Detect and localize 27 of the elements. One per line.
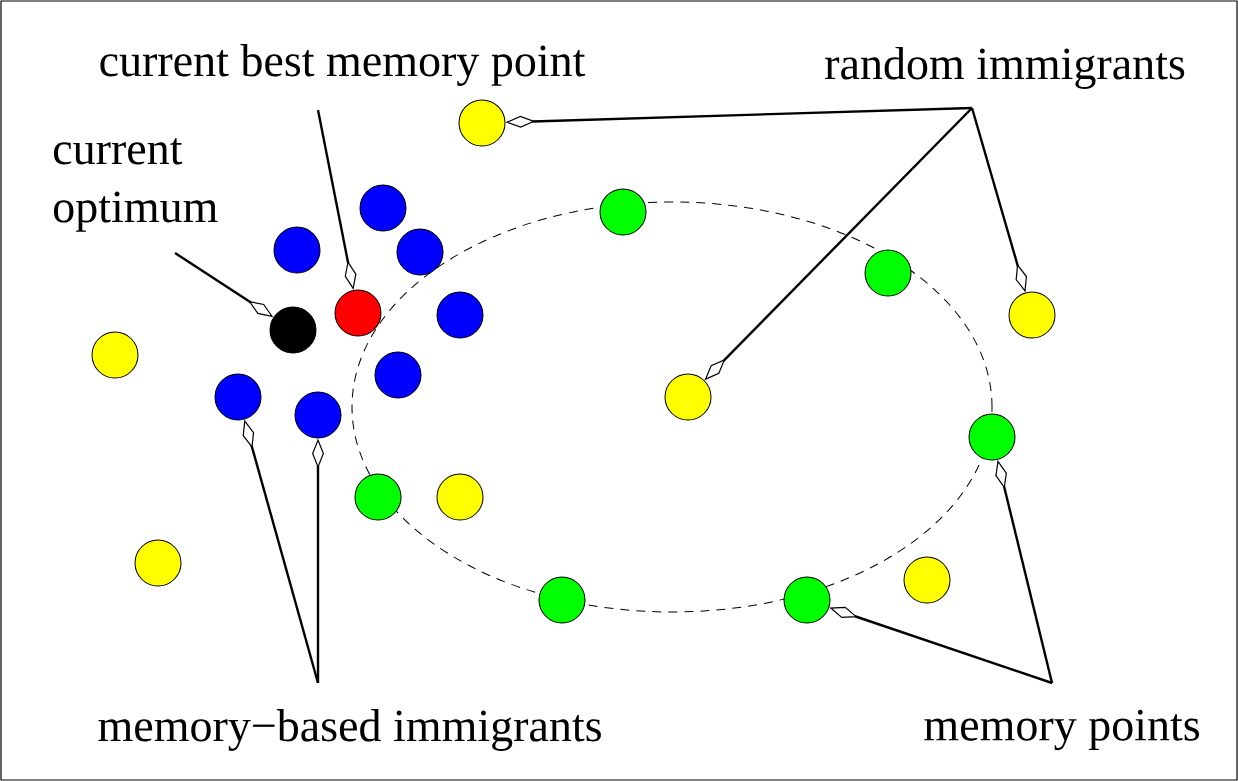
point-circle bbox=[538, 576, 586, 624]
point-circle bbox=[968, 413, 1016, 461]
point-circle bbox=[359, 184, 407, 232]
point-circle bbox=[664, 373, 712, 421]
label-text: current optimum bbox=[53, 138, 218, 232]
point-circle bbox=[214, 373, 262, 421]
label-text: random immigrants bbox=[825, 47, 1185, 89]
label-text: memory points bbox=[924, 709, 1199, 751]
point-circle bbox=[354, 473, 402, 521]
point-circle bbox=[436, 473, 484, 521]
label-text: current best memory point bbox=[100, 44, 586, 86]
point-circle bbox=[436, 291, 484, 339]
label-text: memory−based immigrants bbox=[98, 709, 601, 751]
point-circle bbox=[599, 188, 647, 236]
point-circle bbox=[334, 289, 382, 337]
point-circle bbox=[134, 539, 182, 587]
point-circle bbox=[91, 331, 139, 379]
point-circle bbox=[374, 351, 422, 399]
point-circle bbox=[903, 556, 951, 604]
point-circle bbox=[864, 249, 912, 297]
point-circle bbox=[396, 228, 444, 276]
point-circle bbox=[783, 576, 831, 624]
point-circle bbox=[273, 226, 321, 274]
point-circle bbox=[269, 306, 317, 354]
point-circle bbox=[294, 391, 342, 439]
point-circle bbox=[1008, 291, 1056, 339]
point-circle bbox=[458, 99, 506, 147]
